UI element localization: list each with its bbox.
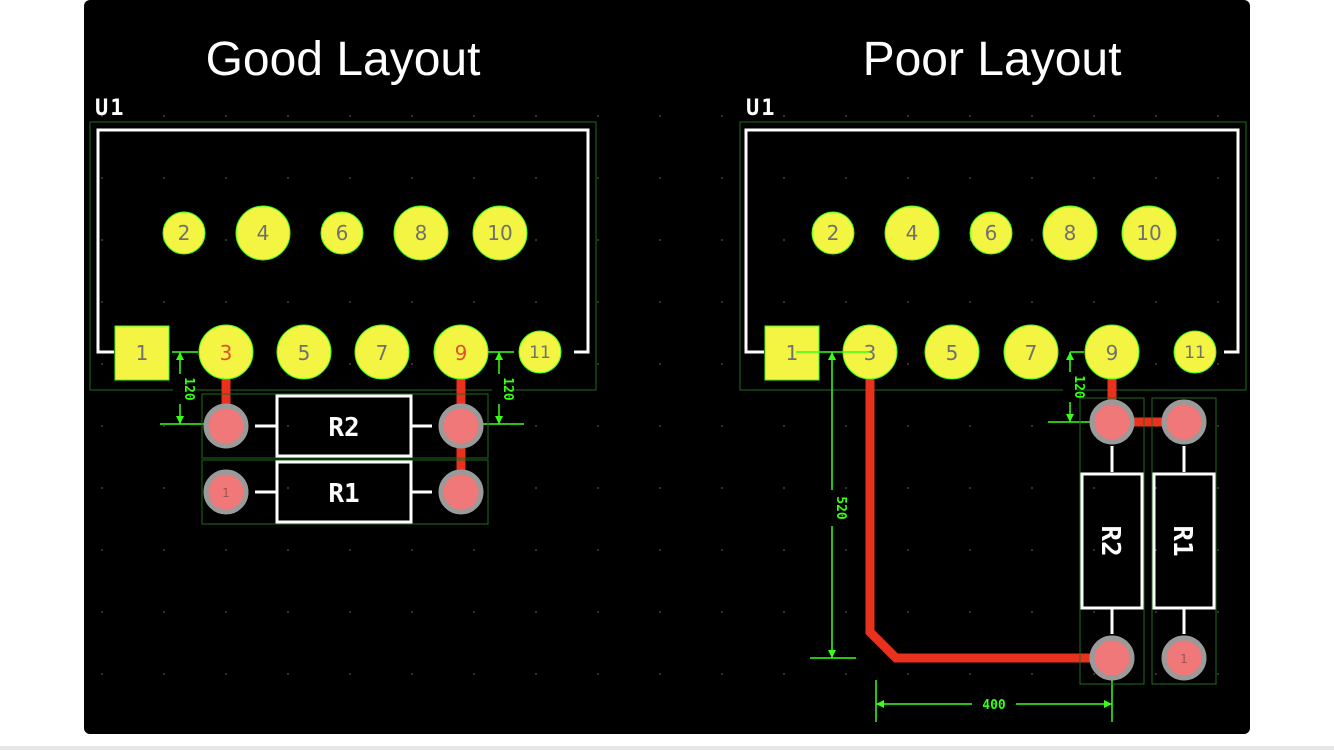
poor-pad-pin-10: [1121, 205, 1177, 261]
good-r2-label: R2: [328, 413, 359, 443]
poor-pin-label-5: 5: [946, 341, 959, 365]
poor-pad-pin-1-square: [764, 325, 820, 381]
good-layout-title: Good Layout: [206, 33, 481, 86]
good-resistor-r2: R2: [201, 393, 489, 459]
good-dim-left-label: 120: [181, 377, 196, 401]
poor-pin-label-1: 1: [786, 341, 799, 365]
pin-label-1: 1: [136, 341, 149, 365]
good-bottom-pins: 1 3 5 7 9 11: [114, 324, 562, 381]
good-u1-silkscreen: [96, 128, 590, 354]
pad-pin-10: [472, 205, 528, 261]
poor-layout-title: Poor Layout: [863, 33, 1122, 86]
poor-pad-pin-2: [811, 211, 855, 255]
good-top-pins: 2 4 6 8 10: [162, 205, 528, 261]
pin-label-10: 10: [487, 221, 512, 245]
poor-pin-label-2: 2: [827, 221, 840, 245]
poor-dimension-vertical: 520: [810, 352, 856, 659]
poor-trace-pin3-long: [865, 352, 1112, 663]
poor-pad-pin-4: [884, 205, 940, 261]
poor-r2-courtyard: [1079, 397, 1145, 685]
poor-dim-vertical-label: 520: [833, 496, 848, 520]
pin-label-9: 9: [455, 341, 468, 365]
pin-label-4: 4: [257, 221, 270, 245]
poor-u1-designator: U1: [746, 96, 777, 121]
poor-dim-pin9-label: 120: [1071, 375, 1086, 399]
poor-dim-horizontal-label: 400: [982, 698, 1006, 713]
pcb-board-canvas: Good Layout U1 2 4 6 8 10 1 3: [84, 0, 1250, 734]
poor-pin-label-8: 8: [1064, 221, 1077, 245]
pin-label-5: 5: [298, 341, 311, 365]
poor-bottom-pins: 1 3 5 7 9 11: [764, 324, 1217, 381]
pad-pin-5: [276, 324, 332, 380]
pad-pin-6: [320, 211, 364, 255]
poor-pad-pin-11: [1173, 330, 1217, 374]
poor-r2-body: [1080, 472, 1144, 610]
pin-label-6: 6: [336, 221, 349, 245]
poor-r1-body: [1152, 472, 1216, 610]
good-u1-designator: U1: [95, 96, 126, 121]
good-dimension-left: 120: [160, 351, 214, 425]
poor-r1-courtyard: [1151, 397, 1217, 685]
poor-r1-pad-1-label: 1: [1180, 652, 1188, 666]
pcb-drawing: Good Layout U1 2 4 6 8 10 1 3: [89, 33, 1247, 722]
poor-pad-pin-8: [1042, 205, 1098, 261]
pad-pin-1-square: [114, 325, 170, 381]
poor-u1-courtyard: [739, 121, 1247, 391]
poor-pin-label-9: 9: [1106, 341, 1119, 365]
poor-pin-label-10: 10: [1136, 221, 1161, 245]
good-r1-pad-1-label: 1: [222, 486, 230, 500]
pin-label-11: 11: [529, 343, 551, 363]
poor-r2-pad-top: [1089, 399, 1135, 445]
bottom-divider: [0, 746, 1334, 750]
pad-pin-4: [235, 205, 291, 261]
good-r2-courtyard: [201, 393, 489, 459]
pad-pin-11: [518, 330, 562, 374]
poor-pad-pin-5: [924, 324, 980, 380]
poor-resistor-r2: R2: [1079, 397, 1145, 685]
pad-pin-7: [354, 324, 410, 380]
good-r1-pad-2: [438, 469, 484, 515]
poor-pad-pin-9: [1084, 324, 1140, 380]
good-r1-courtyard: [201, 459, 489, 525]
good-resistor-r1: R1 1: [201, 459, 489, 525]
poor-dimension-horizontal: 400: [875, 680, 1113, 722]
good-r2-body: [275, 394, 413, 458]
good-r1-body: [275, 460, 413, 524]
poor-r1-pad-1: [1161, 635, 1207, 681]
poor-pin-label-3: 3: [864, 341, 877, 365]
poor-top-pins: 2 4 6 8 10: [811, 205, 1177, 261]
pin-label-3: 3: [220, 341, 233, 365]
pin-label-7: 7: [376, 341, 389, 365]
good-u1-courtyard: [89, 121, 597, 391]
good-r1-pad-1: [203, 469, 249, 515]
poor-pin-label-6: 6: [985, 221, 998, 245]
good-r2-pad-left: [203, 403, 249, 449]
good-layout-panel: Good Layout U1 2 4 6 8 10 1 3: [89, 33, 597, 525]
good-dimension-right: 120: [482, 351, 524, 425]
poor-r1-label: R1: [1167, 525, 1197, 556]
poor-r2-label: R2: [1095, 525, 1125, 556]
pad-pin-8: [393, 205, 449, 261]
poor-r1-pad-top: [1161, 399, 1207, 445]
good-r2-pad-right: [438, 403, 484, 449]
good-r1-label: R1: [328, 479, 359, 509]
pin-label-8: 8: [415, 221, 428, 245]
poor-pin-label-7: 7: [1025, 341, 1038, 365]
pad-pin-2: [162, 211, 206, 255]
poor-layout-panel: Poor Layout U1 2 4 6 8 10 1 3 5: [739, 33, 1247, 722]
poor-pad-pin-7: [1003, 324, 1059, 380]
poor-pad-pin-6: [969, 211, 1013, 255]
poor-pin-label-11: 11: [1184, 343, 1206, 363]
poor-pin-label-4: 4: [906, 221, 919, 245]
pin-label-2: 2: [178, 221, 191, 245]
pad-pin-3: [198, 324, 254, 380]
grid-dots: [101, 115, 1219, 675]
poor-resistor-r1: R1 1: [1151, 397, 1217, 685]
good-dim-right-label: 120: [500, 377, 515, 401]
poor-u1-silkscreen: [744, 128, 1240, 354]
poor-r2-pad-bottom: [1089, 635, 1135, 681]
